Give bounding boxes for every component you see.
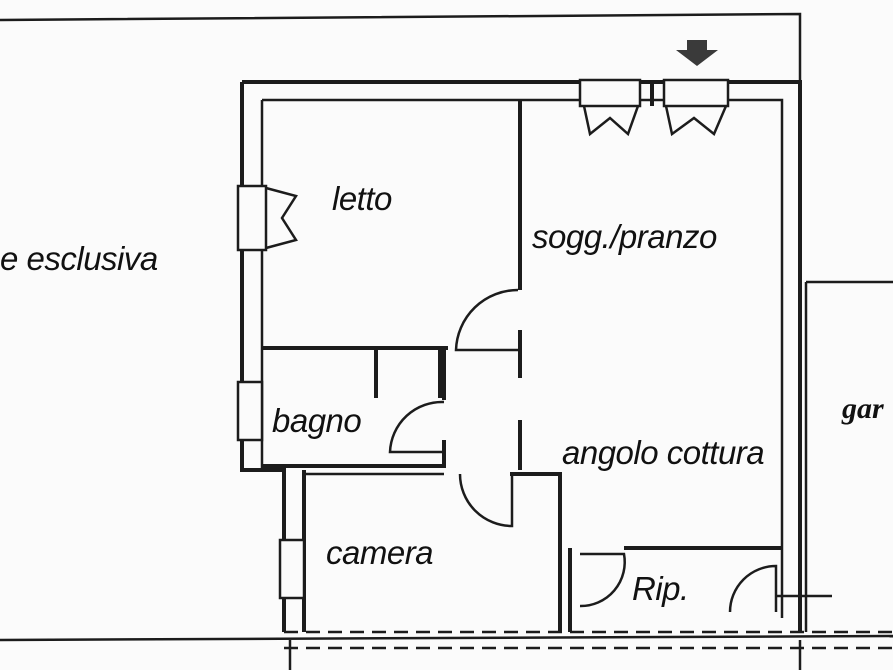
label-soggiorno: sogg./pranzo bbox=[532, 218, 717, 255]
window-soggiorno-b-leaf bbox=[664, 105, 728, 137]
label-giardino: e esclusiva bbox=[0, 240, 158, 277]
label-cottura: angolo cottura bbox=[562, 434, 765, 471]
door-letto bbox=[454, 288, 519, 352]
window-soggiorno-a-leaf bbox=[582, 105, 640, 137]
window-soggiorno-a bbox=[578, 78, 642, 108]
window-letto bbox=[236, 184, 268, 252]
label-garage: gar bbox=[842, 392, 884, 425]
door-bagno bbox=[388, 400, 445, 454]
exterior-wall-top bbox=[242, 80, 802, 632]
inner-wall-top bbox=[262, 98, 784, 618]
label-bagno: bagno bbox=[272, 402, 362, 439]
label-letto: letto bbox=[332, 180, 392, 217]
window-letto-leaf bbox=[265, 186, 298, 250]
label-camera: camera bbox=[326, 534, 434, 571]
window-soggiorno-b bbox=[662, 78, 730, 108]
door-camera bbox=[458, 473, 514, 528]
door-service bbox=[728, 564, 778, 613]
door-rip bbox=[579, 552, 626, 608]
window-camera bbox=[278, 538, 306, 600]
entrance-arrow-icon bbox=[676, 40, 718, 66]
lot-boundary-bottom bbox=[0, 634, 893, 642]
camera-wall-right bbox=[510, 472, 562, 632]
lot-boundary bbox=[0, 12, 802, 80]
label-ripostiglio: Rip. bbox=[632, 570, 689, 607]
window-bagno bbox=[236, 380, 264, 442]
